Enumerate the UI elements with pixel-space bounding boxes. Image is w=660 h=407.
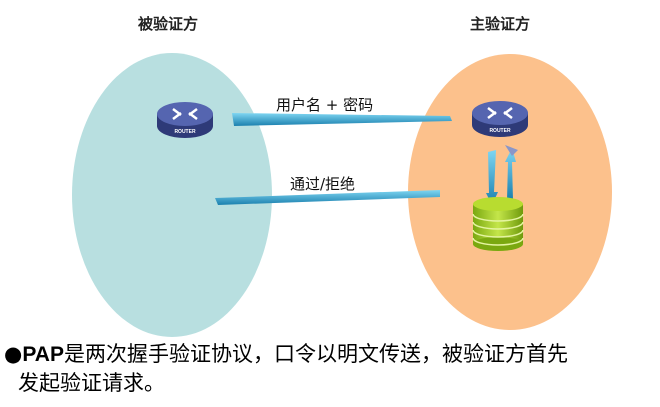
pap-description: ●PAP是两次握手验证协议，口令以明文传送，被验证方首先 发起验证请求。 xyxy=(4,340,660,398)
arrow-result xyxy=(215,190,440,205)
bullet: ● xyxy=(4,342,23,366)
authenticatee-area xyxy=(72,53,272,337)
arrow-query-down xyxy=(486,150,498,205)
pap-term: PAP xyxy=(22,343,64,366)
description-line2: 发起验证请求。 xyxy=(18,371,165,395)
arrow-credentials xyxy=(232,113,452,126)
arrow-reply-up xyxy=(505,148,516,200)
result-label: 通过/拒绝 xyxy=(290,175,356,193)
description-line1: 是两次握手验证协议，口令以明文传送，被验证方首先 xyxy=(63,342,568,366)
credentials-label: 用户名 + 密码 xyxy=(276,96,374,114)
authenticator-title: 主验证方 xyxy=(470,15,531,33)
authenticatee-title: 被验证方 xyxy=(138,15,199,33)
svg-text:ROUTER: ROUTER xyxy=(174,129,196,135)
router-icon: ROUTER xyxy=(157,102,213,138)
database-icon xyxy=(472,197,524,251)
router-icon: ROUTER xyxy=(472,101,528,137)
svg-text:ROUTER: ROUTER xyxy=(489,128,511,134)
